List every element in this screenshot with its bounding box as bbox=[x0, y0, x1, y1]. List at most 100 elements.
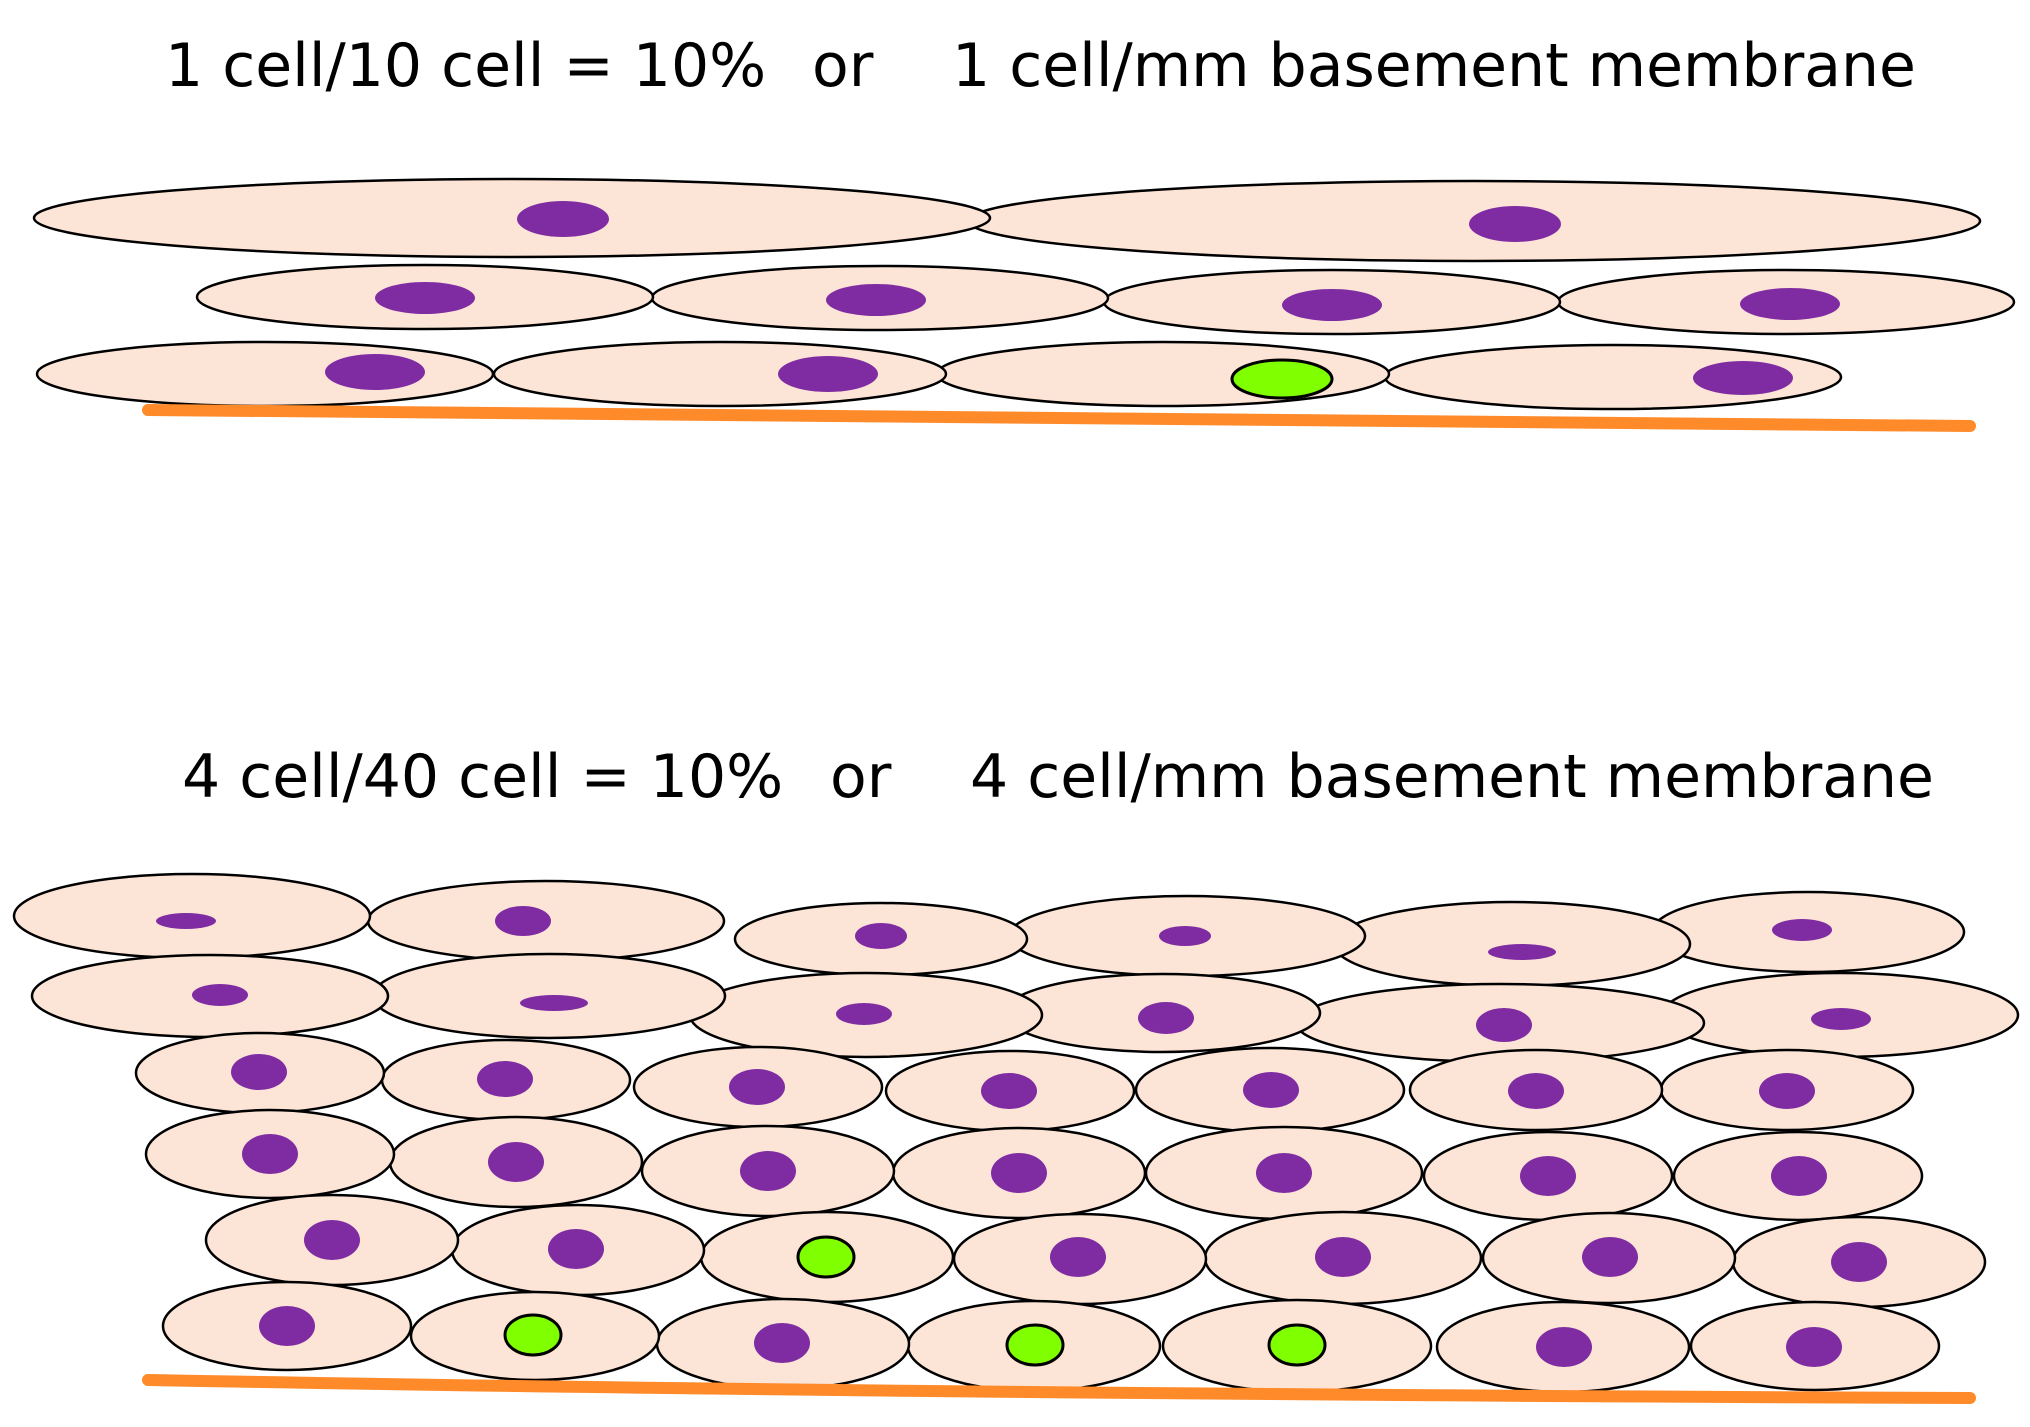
panel-2-cell bbox=[952, 1212, 1208, 1306]
panel-2-nucleus bbox=[477, 1061, 533, 1097]
panel-1-cell bbox=[195, 263, 655, 331]
panel-1-cell bbox=[1556, 268, 2016, 336]
panel-2-nucleus bbox=[1159, 926, 1211, 946]
panel-1-basement-membrane bbox=[142, 404, 1976, 432]
panel-2-nucleus bbox=[1786, 1327, 1842, 1367]
panel-2-nucleus bbox=[1256, 1153, 1312, 1193]
panel-2-cell bbox=[688, 971, 1044, 1059]
panel-2-nucleus bbox=[1050, 1237, 1106, 1277]
panel-2-nucleus bbox=[1582, 1237, 1638, 1277]
panel-2-nucleus bbox=[836, 1003, 892, 1025]
panel-2-cell bbox=[1689, 1300, 1941, 1392]
panel-2-nucleus bbox=[1508, 1073, 1564, 1109]
panel-2-nucleus bbox=[242, 1134, 298, 1174]
panel-2-cell bbox=[1144, 1125, 1424, 1221]
panel-1-nucleus bbox=[1282, 289, 1382, 321]
panel-2-cell bbox=[733, 901, 1029, 977]
panel-2-nucleus bbox=[1771, 1156, 1827, 1196]
panel-2-nucleus bbox=[1488, 944, 1556, 960]
panel-2-positive-nucleus bbox=[1005, 1323, 1065, 1367]
panel-2-cell bbox=[1731, 1215, 1987, 1309]
panel-2-cell bbox=[1435, 1300, 1691, 1394]
panel-2-positive-nucleus bbox=[796, 1235, 856, 1279]
panel-1-cell-body bbox=[492, 340, 948, 408]
panel-1-cell bbox=[650, 264, 1110, 332]
panel-2-cell bbox=[655, 1297, 911, 1391]
panel-2-nucleus bbox=[1476, 1008, 1532, 1042]
panel-1-nucleus bbox=[1740, 288, 1840, 320]
panel-2-cell bbox=[1650, 890, 1966, 974]
panel-2-cell bbox=[144, 1108, 396, 1200]
panel-1-cell bbox=[32, 177, 992, 259]
panel-2-cell bbox=[134, 1031, 386, 1115]
panel-1-nucleus bbox=[375, 282, 475, 314]
panel-2-cell bbox=[1134, 1046, 1406, 1134]
panel-1-positive-nucleus bbox=[1230, 358, 1334, 400]
panel-2-cell bbox=[204, 1193, 460, 1287]
panel-2-nucleus bbox=[495, 906, 551, 936]
panel-1-nucleus bbox=[325, 354, 425, 390]
panel-2-nucleus bbox=[1831, 1242, 1887, 1282]
panel-2-nucleus bbox=[548, 1229, 604, 1269]
panel-2-cell bbox=[1659, 1048, 1915, 1132]
panel-2-nucleus bbox=[729, 1069, 785, 1105]
panel-2-cell bbox=[380, 1038, 632, 1122]
panel-2-cell bbox=[366, 879, 726, 963]
panel-2-nucleus bbox=[1315, 1237, 1371, 1277]
panel-2-positive-cell bbox=[1161, 1298, 1433, 1394]
panel-2-cell bbox=[1481, 1211, 1737, 1305]
panel-2-nucleus bbox=[855, 923, 907, 949]
panel-2-cell bbox=[640, 1124, 896, 1218]
panel-1-cell bbox=[966, 179, 1982, 263]
panel-1-cell bbox=[492, 340, 948, 408]
panel-2-positive-nucleus bbox=[1267, 1323, 1327, 1367]
panel-2-nucleus bbox=[304, 1220, 360, 1260]
panel-2-nucleus bbox=[156, 913, 216, 929]
panel-2-cell bbox=[1002, 972, 1322, 1054]
panel-2-nucleus bbox=[1759, 1073, 1815, 1109]
panel-2-cell bbox=[1660, 971, 2020, 1059]
panel-1-cell bbox=[1102, 268, 1562, 336]
panel-2-nucleus bbox=[488, 1142, 544, 1182]
panel-1-epithelium bbox=[32, 177, 2016, 432]
panel-2-cell bbox=[388, 1115, 644, 1209]
panel-2-caption-right: 4 cell/mm basement membrane bbox=[970, 742, 1934, 812]
panel-2-nucleus bbox=[259, 1306, 315, 1346]
panel-2-cell bbox=[1332, 900, 1692, 988]
panel-2-cell bbox=[632, 1045, 884, 1129]
panel-2-cell bbox=[1422, 1130, 1674, 1222]
panel-2-positive-cell bbox=[699, 1210, 955, 1304]
panel-2-nucleus bbox=[1138, 1002, 1194, 1034]
panel-2-nucleus bbox=[1772, 919, 1832, 941]
panel-1-caption-left: 1 cell/10 cell = 10% bbox=[165, 31, 766, 101]
panel-2-positive-nucleus bbox=[503, 1313, 563, 1357]
panel-1-caption-right: 1 cell/mm basement membrane bbox=[952, 31, 1916, 101]
panel-2-cell bbox=[1408, 1048, 1664, 1132]
panel-1-positive-cell bbox=[935, 340, 1391, 408]
panel-1-cell bbox=[1383, 343, 1843, 411]
panel-1-cell bbox=[35, 340, 495, 408]
panel-2-cell bbox=[891, 1126, 1147, 1220]
panel-2-cell-body bbox=[1332, 900, 1692, 988]
panel-1-nucleus bbox=[1469, 206, 1561, 242]
panel-2-nucleus bbox=[1243, 1072, 1299, 1108]
panel-1-caption-or: or bbox=[812, 31, 874, 101]
panel-2-caption-left: 4 cell/40 cell = 10% bbox=[182, 742, 783, 812]
panel-2-nucleus bbox=[192, 984, 248, 1006]
panel-2-nucleus bbox=[1811, 1008, 1871, 1030]
panel-1-nucleus bbox=[517, 201, 609, 237]
panel-1-nucleus bbox=[778, 356, 878, 392]
panel-2-nucleus bbox=[1536, 1327, 1592, 1367]
panel-2-caption-or: or bbox=[830, 742, 892, 812]
panel-2-cell bbox=[1007, 894, 1367, 978]
panel-2-nucleus bbox=[981, 1073, 1037, 1109]
panel-2-nucleus bbox=[520, 995, 588, 1011]
panel-2-cell bbox=[30, 953, 390, 1039]
panel-2-cell bbox=[161, 1280, 413, 1372]
panel-2-nucleus bbox=[740, 1151, 796, 1191]
panel-1-nucleus bbox=[1693, 361, 1793, 395]
panel-2-positive-cell bbox=[906, 1299, 1162, 1393]
panel-2-nucleus bbox=[1520, 1156, 1576, 1196]
panel-2-cell bbox=[450, 1203, 706, 1297]
